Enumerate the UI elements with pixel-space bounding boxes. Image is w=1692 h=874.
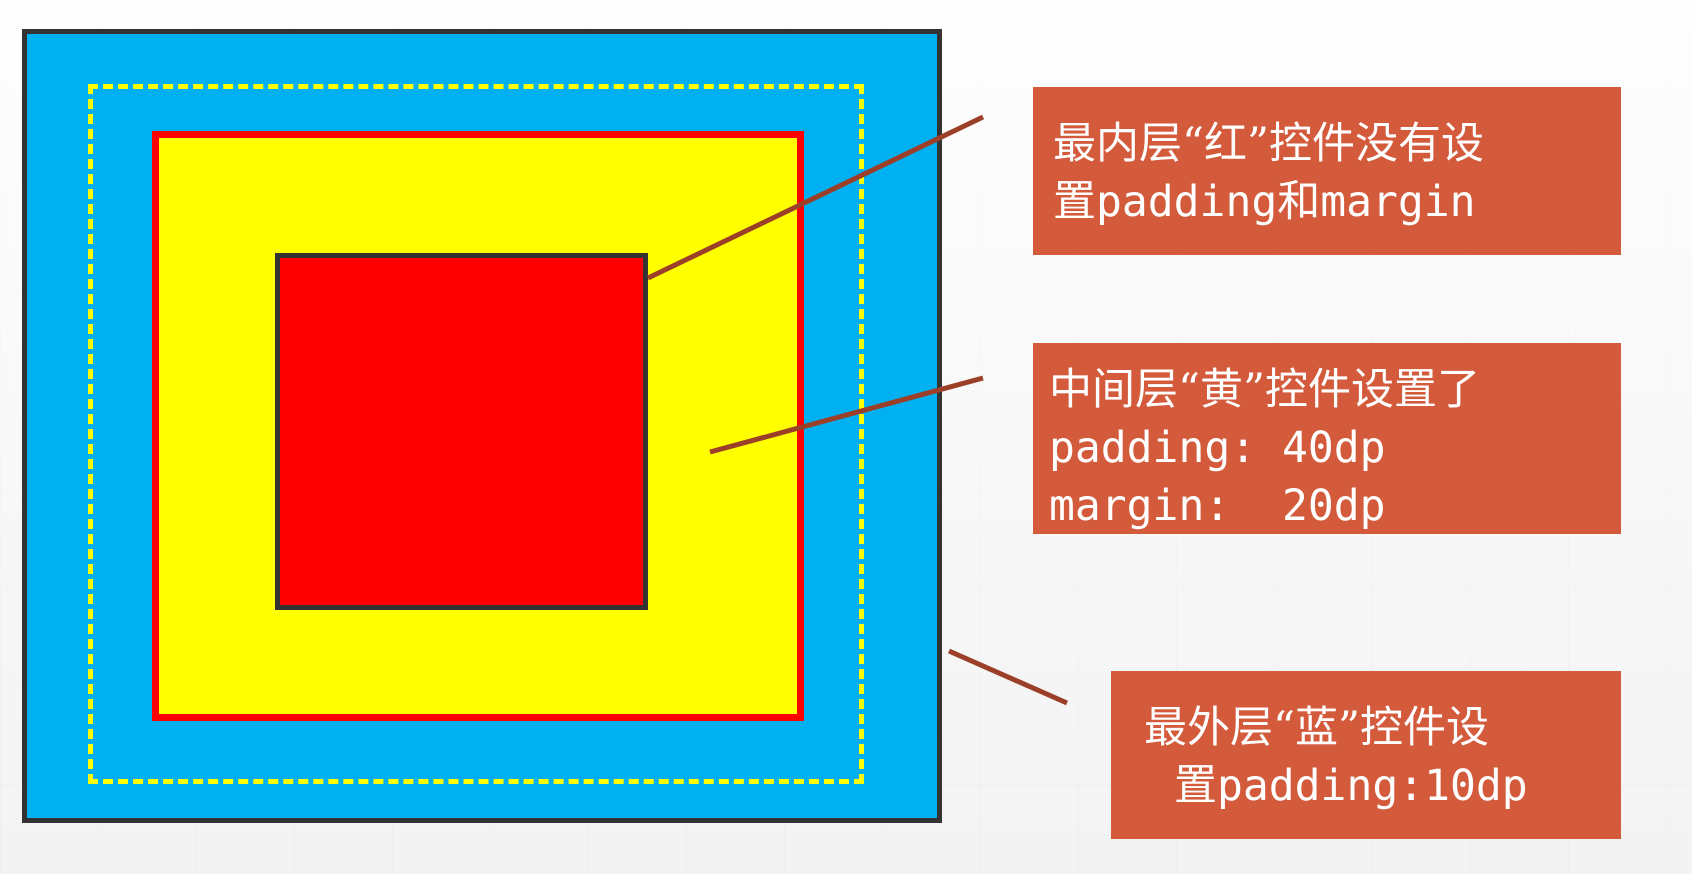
callout-inner-line2-and: 和 [1277,177,1321,227]
callout-outer-line1: 最外层“蓝”控件设 [1144,703,1489,753]
callout-outer-line2-prefix: 置 [1174,761,1217,811]
callout-middle-line1: 中间层“黄”控件设置了 [1049,365,1480,415]
callout-middle-padding: padding: 40dp [1049,423,1386,473]
callout-inner-line2-padding: padding [1096,177,1278,227]
callout-middle-margin: margin: 20dp [1049,481,1386,531]
inner-red-box [275,253,648,610]
callout-outer-line2: 置padding:10dp [1144,757,1621,815]
connector-outer [947,648,1069,706]
callout-inner-line2-prefix: 置 [1053,177,1096,227]
callout-middle-yellow: 中间层“黄”控件设置了 padding: 40dp margin: 20dp [1033,343,1621,534]
callout-inner-line2: 置padding和margin [1053,173,1621,231]
callout-inner-red: 最内层“红”控件没有设 置padding和margin [1033,87,1621,255]
callout-inner-line1: 最内层“红”控件没有设 [1053,119,1484,169]
callout-outer-line2-padding: padding:10dp [1217,761,1528,811]
callout-outer-blue: 最外层“蓝”控件设 置padding:10dp [1111,671,1621,839]
callout-inner-line2-margin: margin [1320,177,1476,227]
